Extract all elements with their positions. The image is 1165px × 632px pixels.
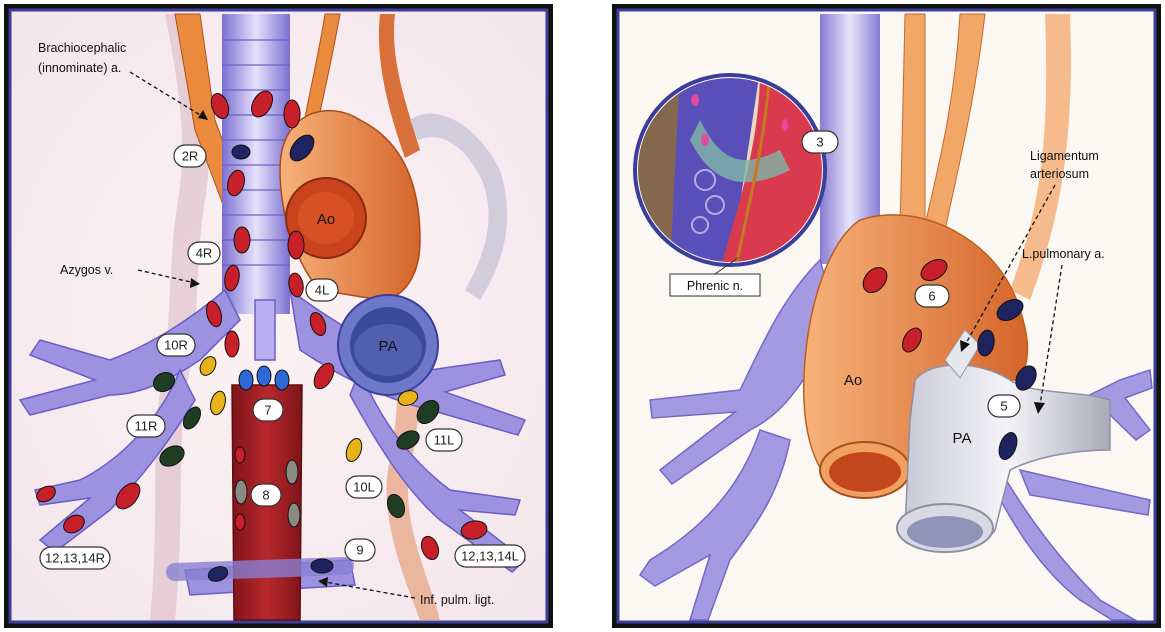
station-10R-pill: 10R <box>157 334 195 356</box>
left-lymph-node <box>288 503 300 527</box>
station-3-pill: 3 <box>802 131 838 153</box>
ligamentum-label-line2: arteriosum <box>1030 167 1089 181</box>
station-4R-pill: 4R <box>188 242 220 264</box>
station-5-pill: 5 <box>988 395 1020 417</box>
left-lymph-node <box>275 370 289 390</box>
brachiocephalic-label-line1: Brachiocephalic <box>38 41 126 55</box>
station-11L-pill: 11L <box>426 429 462 451</box>
left-lymph-node <box>235 514 245 530</box>
azygos-label: Azygos v. <box>60 263 113 277</box>
station-12-13-14L-pill: 12,13,14L <box>455 545 525 567</box>
station-10L-pill-text: 10L <box>353 480 375 495</box>
left-lymph-node <box>232 145 250 159</box>
station-7-pill-text: 7 <box>264 403 271 418</box>
station-11L-pill-text: 11L <box>434 433 455 448</box>
l-pulmonary-a-label: L.pulmonary a. <box>1022 247 1105 261</box>
left-lymph-node <box>284 100 300 128</box>
right-aorta-lumen <box>829 452 901 492</box>
station-7-pill: 7 <box>253 399 283 421</box>
station-8-pill: 8 <box>251 484 281 506</box>
station-4L-pill: 4L <box>306 279 338 301</box>
right-pa-label: PA <box>953 430 972 447</box>
station-4R-pill-text: 4R <box>196 246 213 261</box>
station-9-pill: 9 <box>345 539 375 561</box>
left-aorta-label: Ao <box>317 211 335 228</box>
left-lymph-node <box>234 227 250 253</box>
station-2R-pill-text: 2R <box>182 149 199 164</box>
station-2R-pill: 2R <box>174 145 206 167</box>
right-diagram-panel: 3 6 5 Ao PA Phrenic n. Ligamentum arterios… <box>612 4 1161 628</box>
station-6-pill-text: 6 <box>928 289 935 304</box>
station-3-pill-text: 3 <box>816 135 823 150</box>
station-8-pill-text: 8 <box>262 488 269 503</box>
station-9-pill-text: 9 <box>356 543 363 558</box>
left-lymph-node <box>235 480 247 504</box>
brachiocephalic-label-line2: (innominate) a. <box>38 61 121 75</box>
left-lymph-node <box>311 559 333 573</box>
station-12-13-14R-pill: 12,13,14R <box>40 547 110 569</box>
left-lymph-node <box>235 447 245 463</box>
station-11R-pill-text: 11R <box>135 419 158 434</box>
inf-pulm-ligt-label: Inf. pulm. ligt. <box>420 593 494 607</box>
right-carotid-artery <box>900 14 925 230</box>
station-12-13-14L-pill-text: 12,13,14L <box>461 549 519 564</box>
station-10R-pill-text: 10R <box>164 338 188 353</box>
station-5-pill-text: 5 <box>1000 399 1007 414</box>
station-10L-pill: 10L <box>346 476 382 498</box>
left-lymph-node <box>286 460 298 484</box>
ligamentum-label-line1: Ligamentum <box>1030 149 1099 163</box>
station-4L-pill-text: 4L <box>315 283 329 298</box>
station-12-13-14R-pill-text: 12,13,14R <box>45 551 105 566</box>
left-pa-label: PA <box>379 338 398 355</box>
left-lymph-node <box>225 331 239 357</box>
station-11R-pill: 11R <box>127 415 165 437</box>
station-6-pill: 6 <box>915 285 949 307</box>
left-diagram-panel: 2R4R4L10R11R7810L11L912,13,14R12,13,14L … <box>4 4 553 628</box>
right-pa-lumen <box>907 516 983 548</box>
phrenic-label: Phrenic n. <box>687 279 743 293</box>
left-lymph-node <box>239 370 253 390</box>
left-lymph-node <box>257 366 271 386</box>
right-aorta-label: Ao <box>844 372 862 389</box>
left-lymph-node <box>288 231 304 259</box>
